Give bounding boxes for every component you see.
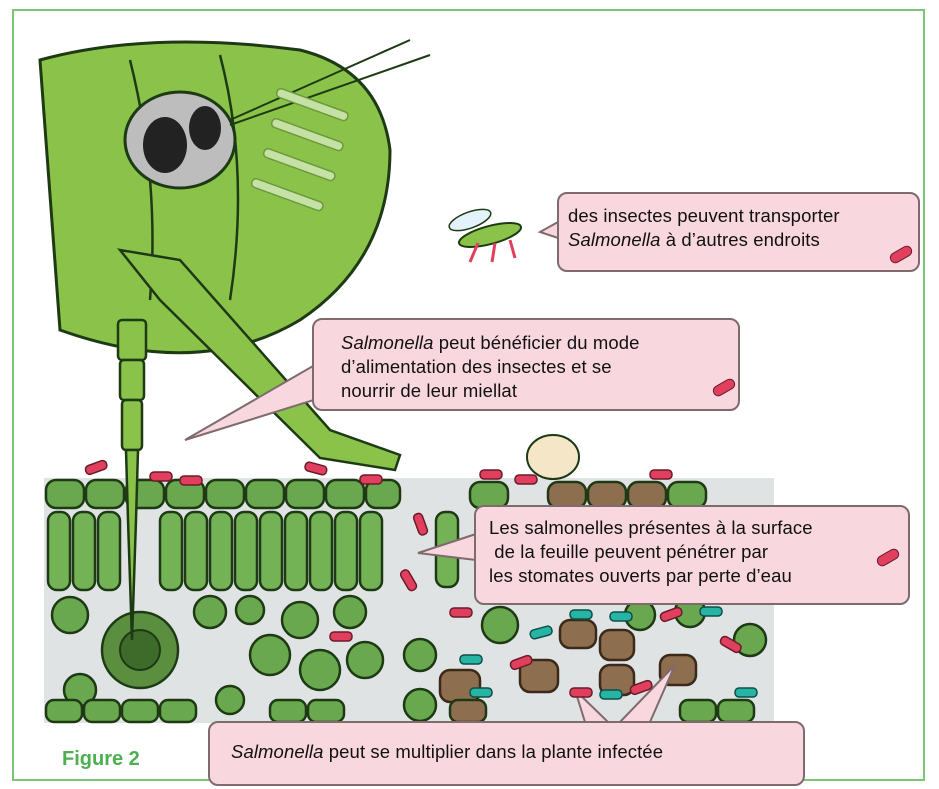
callout-line: Salmonella peut bénéficier du mode (341, 331, 738, 355)
flying-insect-icon (447, 205, 524, 262)
callout-text: à d’autres endroits (661, 229, 820, 250)
callout-line: de la feuille peuvent pénétrer par (489, 540, 908, 564)
callout-line: Salmonella à d’autres endroits (568, 228, 918, 252)
callout-line: Salmonella peut se multiplier dans la pl… (231, 740, 803, 764)
callout-italic: Salmonella (568, 229, 661, 250)
callout-stomata-entry: Les salmonelles présentes à la surface d… (474, 505, 910, 605)
callout-text: peut bénéficier du mode (434, 332, 640, 353)
callout-italic: Salmonella (231, 741, 324, 762)
callout-line: Les salmonelles présentes à la surface (489, 516, 908, 540)
callout-line: des insectes peuvent transporter (568, 204, 918, 228)
callout-line: les stomates ouverts par perte d’eau (489, 564, 908, 588)
callout-insect-feeding: Salmonella peut bénéficier du mode d’ali… (312, 318, 740, 411)
callout-text: peut se multiplier dans la plante infect… (324, 741, 664, 762)
callout-multiply: Salmonella peut se multiplier dans la pl… (208, 721, 805, 786)
insect-egg (527, 435, 579, 479)
callout-italic: Salmonella (341, 332, 434, 353)
figure-label: Figure 2 (62, 748, 140, 771)
insect-head (40, 40, 430, 353)
callout-insect-transport: des insectes peuvent transporter Salmone… (557, 192, 920, 272)
callout-line: d’alimentation des insectes et se (341, 355, 738, 379)
callout-line: nourrir de leur miellat (341, 379, 738, 403)
